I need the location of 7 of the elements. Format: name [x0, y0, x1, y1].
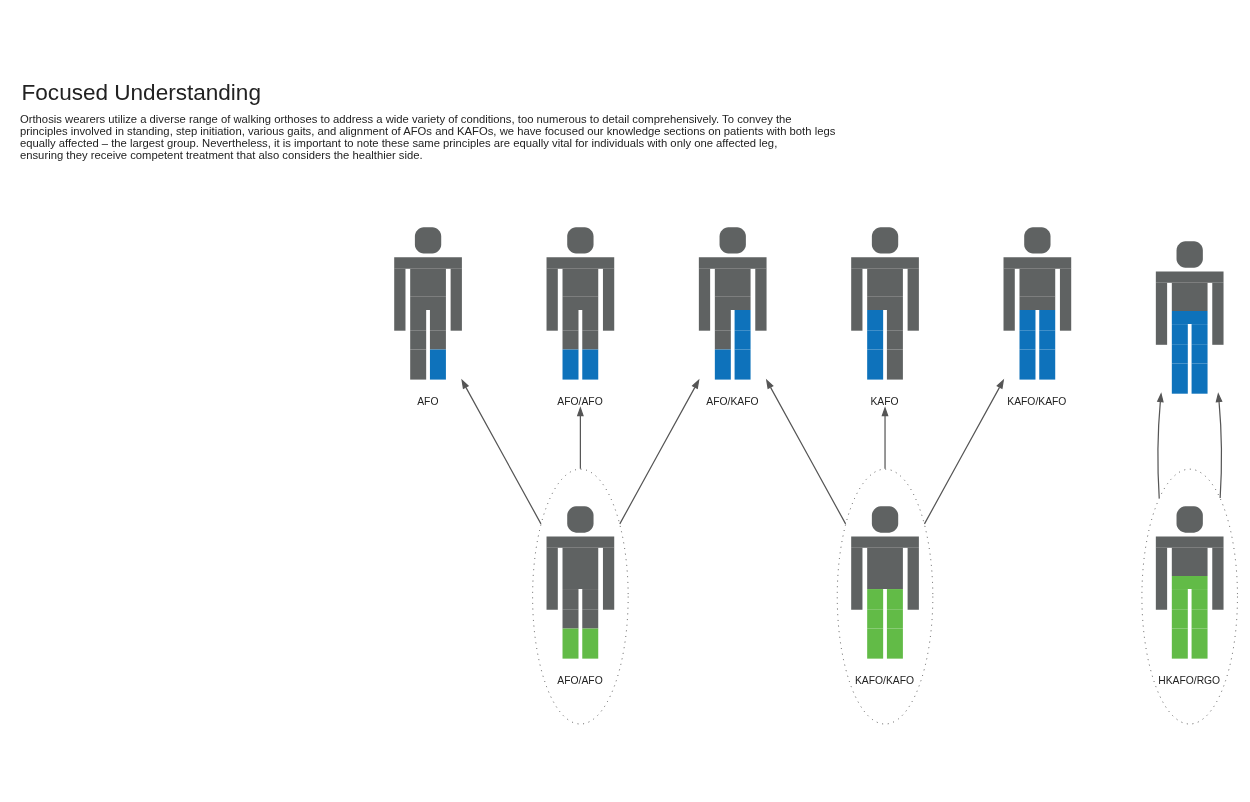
node-label: KAFO/KAFO: [1007, 395, 1067, 407]
node-label: KAFO: [870, 395, 899, 407]
node-label: AFO/AFO: [557, 395, 603, 407]
node-label: AFO/KAFO: [706, 395, 759, 407]
node-label: AFO: [417, 395, 439, 407]
label: Orthosis wearers utilize a diverse range of walking orthoses to address a wide variety of conditions, too numerous to detail comprehensively. To convey the principles involved in standing, step initiation, various gaits, and alignment of AFOs and KAFOs, we have focused our knowledge sections on patients with both legs equally affected – the largest group. Nevertheless, it is important to note these same principles are equally vital for individuals with only one affected leg, ensuring they receive competent treatment that also considers the healthier side.: [19, 112, 836, 162]
diagram-title: Focused Understanding: [21, 79, 261, 105]
